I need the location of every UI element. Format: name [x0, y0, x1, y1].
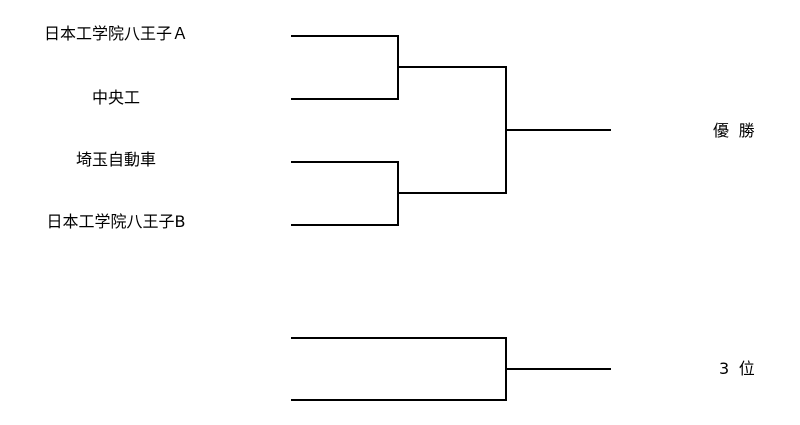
team-4-label: 日本工学院八王子B	[46, 212, 186, 231]
third-place-label: 3位	[719, 359, 765, 378]
team-1-label: 日本工学院八王子Ａ	[43, 24, 188, 43]
champion-label: 優勝	[713, 121, 765, 140]
team-3-label: 埼玉自動車	[75, 150, 156, 169]
team-2-label: 中央工	[91, 88, 140, 107]
